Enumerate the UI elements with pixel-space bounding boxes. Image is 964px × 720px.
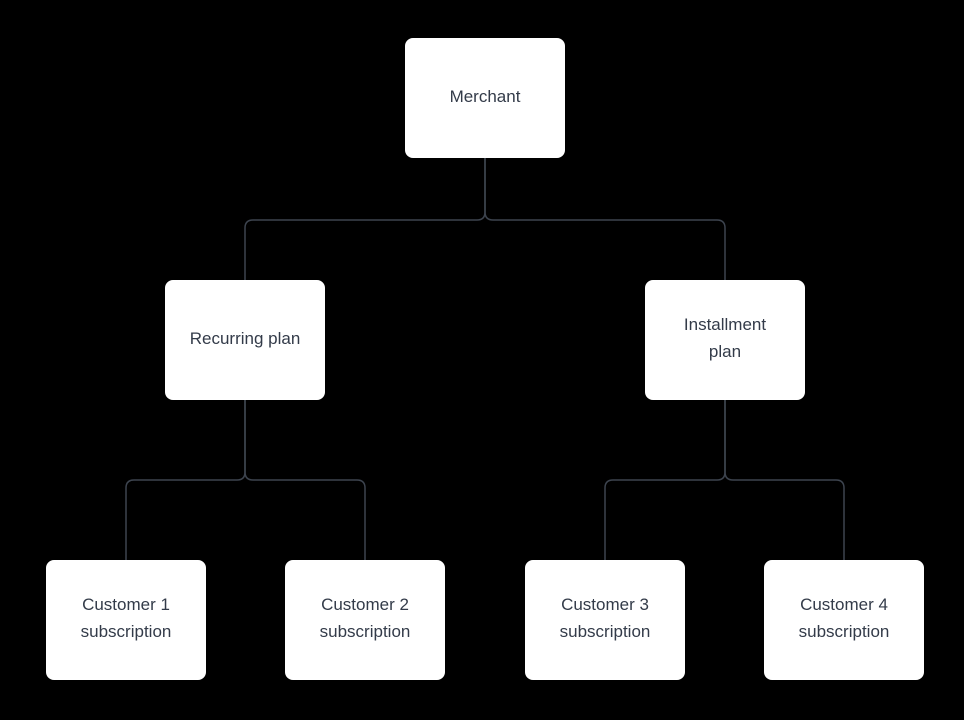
node-customer-1-label: Customer 1 subscription [80, 595, 172, 641]
node-customer-3-subscription: Customer 3 subscription [525, 560, 685, 680]
node-installment-plan: Installment plan [645, 280, 805, 400]
node-recurring-plan: Recurring plan [165, 280, 325, 400]
node-customer-1-subscription: Customer 1 subscription [46, 560, 206, 680]
connector-installment-plan-to-customer-3 [604, 400, 726, 560]
node-recurring-plan-label: Recurring plan [189, 328, 301, 348]
node-merchant-label: Merchant [449, 86, 521, 106]
node-customer-2-subscription: Customer 2 subscription [285, 560, 445, 680]
node-customer-3-label: Customer 3 subscription [559, 595, 651, 641]
node-customer-4-label: Customer 4 subscription [798, 595, 890, 641]
node-customer-4-subscription: Customer 4 subscription [764, 560, 924, 680]
node-installment-plan-label: Installment plan [683, 315, 767, 361]
connector-merchant-to-recurring-plan [244, 158, 486, 280]
node-customer-2-label: Customer 2 subscription [319, 595, 411, 641]
connector-installment-plan-to-customer-4 [724, 400, 845, 560]
node-merchant: Merchant [405, 38, 565, 158]
connector-recurring-plan-to-customer-2 [244, 400, 366, 560]
connector-recurring-plan-to-customer-1 [125, 400, 246, 560]
connector-merchant-to-installment-plan [484, 158, 726, 280]
